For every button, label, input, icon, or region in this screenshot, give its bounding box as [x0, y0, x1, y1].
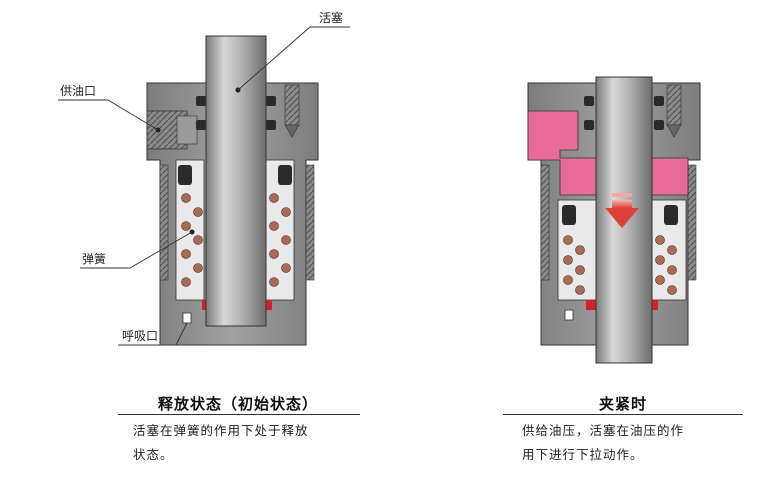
left-thread-right [305, 164, 315, 281]
left-caption-body: 活塞在弹簧的作用下处于释放 状态。 [133, 419, 363, 467]
right-cylinder [527, 76, 701, 364]
right-thread-right [687, 164, 697, 281]
right-bolt [666, 84, 682, 126]
left-cylinder [146, 35, 319, 346]
down-arrow-icon [605, 193, 639, 228]
right-caption-rule [503, 414, 743, 415]
left-breather-hole [182, 312, 192, 324]
right-oil-fill-right [651, 157, 689, 196]
label-piston: 活塞 [319, 10, 343, 25]
left-piston-rod [205, 35, 267, 327]
left-leaders [58, 26, 350, 346]
left-spring-coils [181, 193, 291, 287]
left-caption-rule [118, 414, 360, 415]
right-thread-left [540, 164, 550, 281]
right-breather-hole [564, 309, 574, 321]
label-breather: 呼吸口 [122, 329, 158, 343]
left-bolt [284, 84, 300, 126]
label-oil-port: 供油口 [60, 84, 96, 98]
left-desc-line-2: 状态。 [133, 447, 174, 462]
right-spring-coils [563, 235, 677, 295]
right-orings [562, 96, 678, 225]
right-caption-body: 供给油压，活塞在油压的作 用下进行下拉动作。 [522, 419, 742, 467]
right-desc-line-1: 供给油压，活塞在油压的作 [522, 423, 685, 438]
left-desc-line-1: 活塞在弹簧的作用下处于释放 [133, 423, 309, 438]
right-desc-line-2: 用下进行下拉动作。 [522, 447, 644, 462]
left-thread-left [159, 164, 169, 281]
right-seals [586, 300, 658, 310]
label-spring: 弹簧 [82, 251, 106, 266]
left-caption-title: 释放状态（初始状态） [157, 395, 318, 413]
right-caption-title: 夹紧时 [598, 395, 647, 413]
left-orings [178, 96, 292, 185]
